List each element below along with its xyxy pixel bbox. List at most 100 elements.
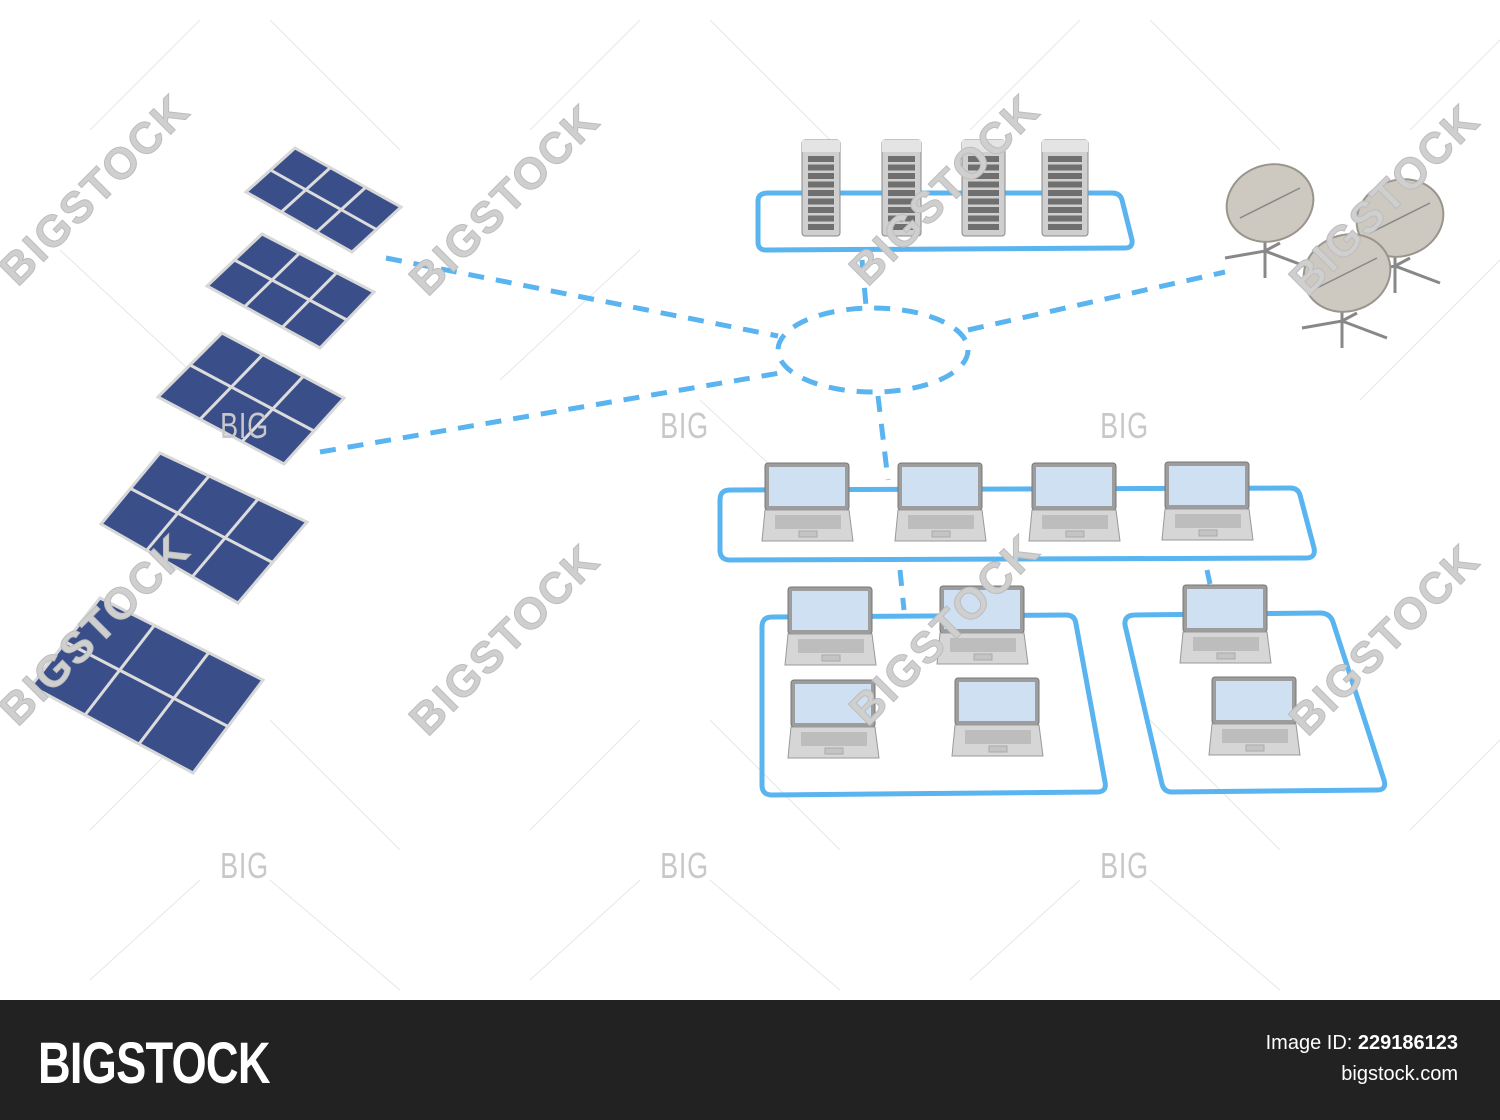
dish-feed-arm <box>1239 187 1301 219</box>
laptop <box>894 462 987 542</box>
server-group-outline <box>755 190 1135 253</box>
server-drive-bay <box>968 198 999 205</box>
laptop-screen <box>1216 681 1292 720</box>
servers <box>801 139 1089 237</box>
laptop <box>784 586 877 666</box>
watermark-line <box>269 19 401 151</box>
laptop-keyboard <box>950 638 1016 652</box>
server-drive-bay <box>968 156 999 162</box>
laptop-screen <box>1187 589 1263 628</box>
server-drive-bay <box>968 173 999 179</box>
server-drive-bay <box>808 198 834 205</box>
server-drive-bay <box>808 190 834 196</box>
server-top <box>1042 140 1088 152</box>
server-drive-bay <box>888 156 915 162</box>
network-diagram <box>28 19 1500 991</box>
server-drive-bay <box>888 173 915 179</box>
laptop-group-right-outline <box>1122 610 1388 795</box>
panel-grid-line <box>233 258 348 322</box>
link-hub-laptops <box>875 395 891 481</box>
watermark-line <box>499 249 641 381</box>
server-drive-bay <box>888 224 915 230</box>
server-drive-bay <box>808 156 834 162</box>
image-id-label: Image ID: <box>1265 1032 1353 1054</box>
link-dishes-hub <box>967 269 1226 333</box>
laptop-keyboard <box>775 515 841 529</box>
server-drive-bay <box>1048 215 1082 222</box>
server-body <box>1041 139 1089 237</box>
watermark-line <box>269 719 401 851</box>
watermark-line <box>709 879 841 991</box>
laptop-touchpad <box>821 654 841 662</box>
site-link[interactable]: bigstock.com <box>1341 1063 1458 1085</box>
laptop <box>951 677 1044 757</box>
server-drive-bay <box>888 164 915 171</box>
solar-panel <box>155 331 347 466</box>
laptop-touchpad <box>1245 744 1265 752</box>
server-drive-bay <box>968 224 999 230</box>
solar-panel <box>204 232 377 350</box>
watermark-line <box>1409 39 1500 131</box>
watermark-line <box>529 19 641 131</box>
server-drive-bay <box>968 181 999 188</box>
laptop-screen <box>959 682 1035 721</box>
laptop-keyboard <box>1042 515 1108 529</box>
watermark-big: BIG <box>1100 405 1149 446</box>
laptop-keyboard <box>1222 729 1288 743</box>
laptop-touchpad <box>988 745 1008 753</box>
server-top <box>962 140 1005 152</box>
server-drive-bay <box>968 215 999 222</box>
laptop-keyboard <box>798 639 864 653</box>
laptop-keyboard <box>965 730 1031 744</box>
watermark-line <box>529 719 641 831</box>
satellite-dishes <box>1224 163 1445 348</box>
laptop-screen <box>902 467 978 506</box>
solar-panels <box>28 146 404 775</box>
satellite-dish <box>1224 163 1315 278</box>
laptop-touchpad <box>1216 652 1236 660</box>
image-id-value: 229186123 <box>1357 1032 1458 1054</box>
server-drive-bay <box>968 207 999 213</box>
watermark-lines <box>59 19 1500 991</box>
watermark-line <box>89 879 201 981</box>
link-servers-hub <box>859 259 869 307</box>
watermark-line <box>1409 739 1500 831</box>
watermark-line <box>529 879 641 981</box>
laptop-touchpad <box>1198 529 1218 537</box>
panel-grid-line <box>64 640 229 728</box>
laptops <box>761 461 1301 759</box>
laptop-keyboard <box>1193 637 1259 651</box>
server-drive-bay <box>968 164 999 171</box>
panel-grid-line <box>269 168 378 231</box>
watermark-big: BIG <box>220 845 269 886</box>
server-drive-bay <box>888 198 915 205</box>
laptop-screen <box>1036 467 1112 506</box>
server-drive-bay <box>808 173 834 179</box>
network-links <box>319 190 1388 798</box>
link-solar-hub-1 <box>385 255 779 339</box>
server-drive-bay <box>888 190 915 196</box>
server-top <box>882 140 921 152</box>
server-drive-bay <box>1048 156 1082 162</box>
watermark-big: BIG <box>660 845 709 886</box>
laptop <box>1028 462 1121 542</box>
laptop-group-top-outline <box>717 485 1317 563</box>
panel-grid-line <box>129 487 274 564</box>
server-drive-bay <box>1048 173 1082 179</box>
server <box>881 139 922 237</box>
laptop-touchpad <box>824 747 844 755</box>
server-drive-bay <box>808 207 834 213</box>
server-drive-bay <box>808 181 834 188</box>
satellite-dish <box>1301 233 1392 348</box>
watermark-line <box>89 19 201 131</box>
link-solar-hub-2 <box>319 370 781 455</box>
watermark-line <box>969 879 1081 981</box>
watermark-big: BIG <box>660 405 709 446</box>
server-drive-bay <box>1048 164 1082 171</box>
link-laptops-left <box>897 569 907 611</box>
solar-panel <box>98 451 310 605</box>
server-drive-bay <box>1048 190 1082 196</box>
laptop <box>787 679 880 759</box>
network-hub-ring <box>775 305 971 395</box>
laptop-screen <box>792 591 868 630</box>
